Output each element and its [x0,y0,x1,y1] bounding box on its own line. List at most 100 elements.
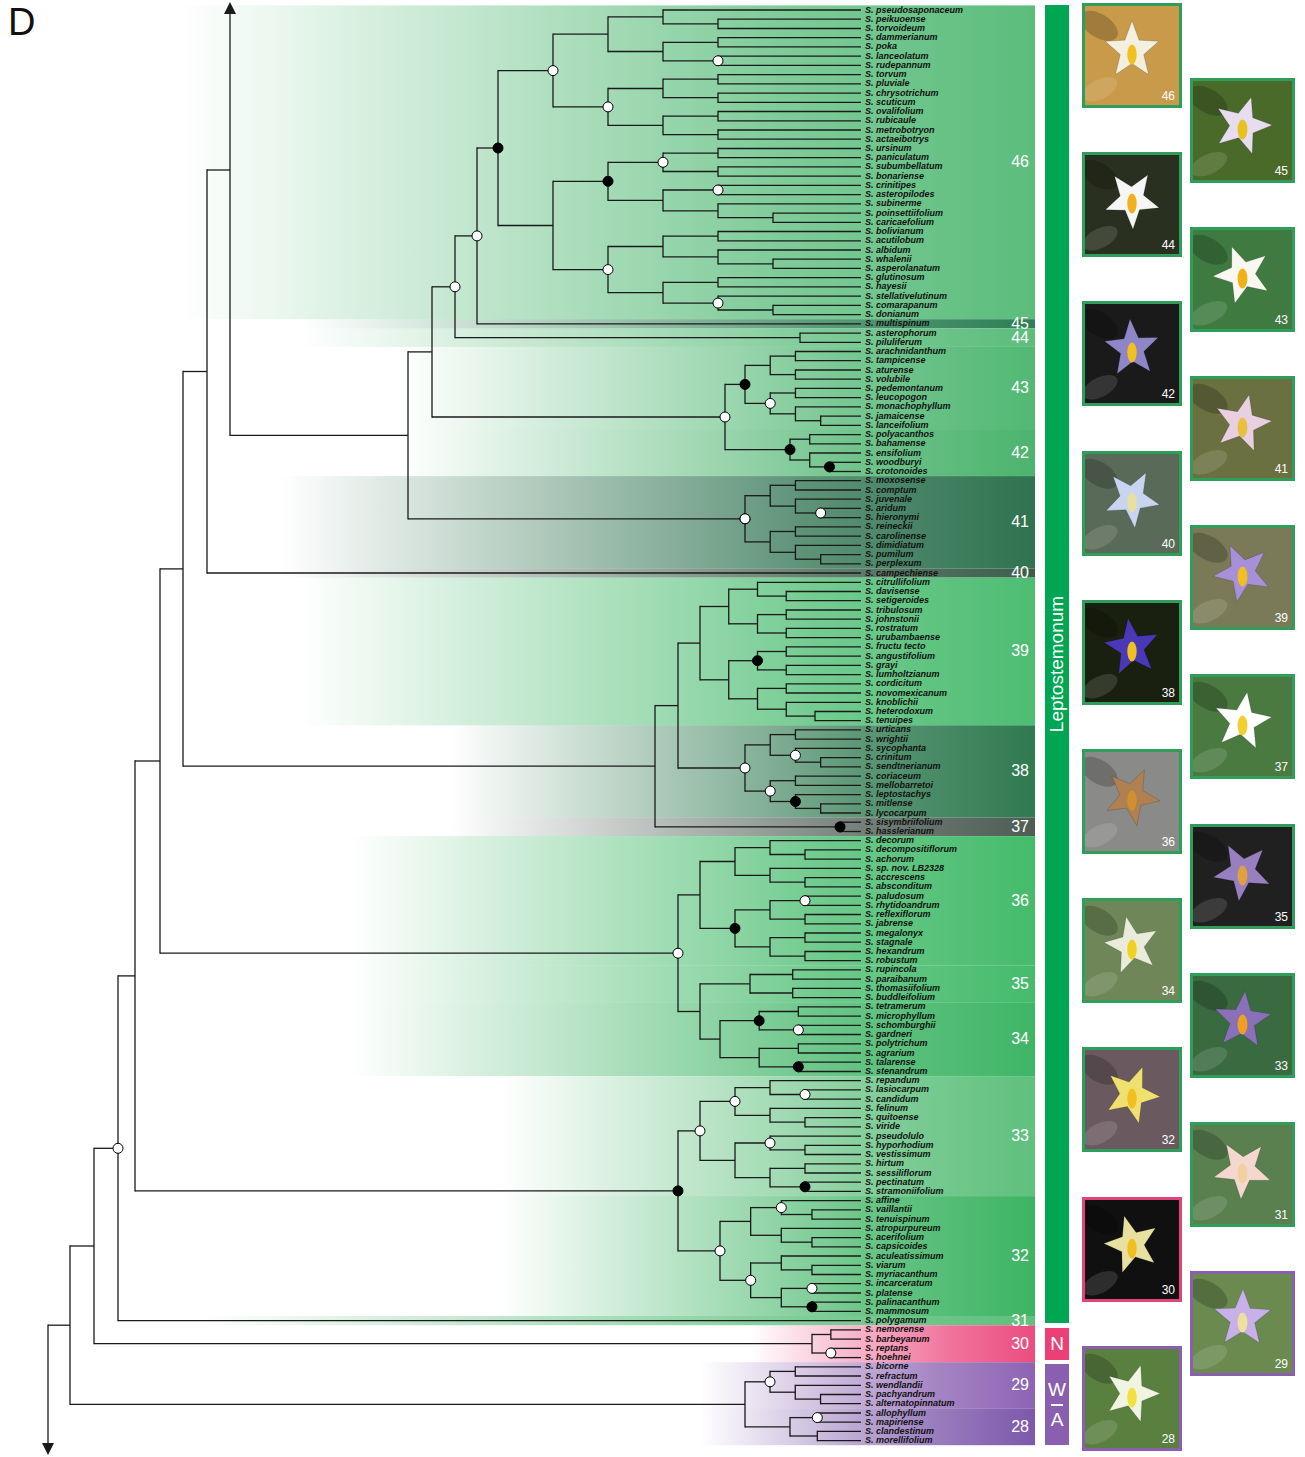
anthers [1127,1387,1136,1407]
leaf [1193,1042,1231,1075]
clade-band [450,818,1035,837]
branch [770,1108,861,1109]
branch [793,997,861,998]
branch [815,720,861,721]
leaf [1085,818,1121,851]
branch [663,9,861,10]
branch [759,1048,798,1049]
species-name: S. poinsettiifolium [865,209,943,218]
branch [608,16,663,17]
branch [795,397,861,398]
species-name: S. arachnidanthum [865,347,946,356]
photo-number: 36 [1162,836,1175,849]
species-name: S. ensifolium [865,449,921,458]
group-bar: Leptostemonum [1045,5,1069,1323]
clade-number: 34 [1011,1031,1029,1047]
flower-photo: 28 [1082,1346,1182,1451]
species-name: S. schomburghii [865,1021,936,1030]
branch [700,1038,720,1039]
branch [770,355,795,356]
clade-number: 38 [1011,763,1029,779]
anthers [1238,418,1248,438]
branch [795,785,861,786]
branch [718,263,773,264]
petals [1104,618,1157,674]
branch [729,698,758,699]
support-dot-open [812,1413,822,1423]
branch [786,665,861,666]
branch [817,1431,861,1432]
branch [798,1052,861,1053]
species-name: S. platense [865,1289,913,1298]
branch [812,1274,861,1275]
branch [812,1292,861,1293]
species-name: S. hyporhodium [865,1141,934,1150]
branch [795,360,861,361]
branch [795,369,861,370]
branch [773,212,861,213]
flower-photo: 43 [1190,227,1295,332]
branch [770,840,861,841]
branch [795,1398,820,1399]
branch [795,406,861,407]
branch [718,46,861,47]
clade-number: 30 [1011,1336,1029,1352]
branch [735,1177,770,1178]
species-name: S. stramoniifolium [865,1187,944,1196]
branch [770,1080,861,1081]
branch [831,1329,861,1330]
leaf [1085,454,1123,495]
branch [663,97,718,98]
branch [790,439,810,440]
leaf [1193,230,1233,271]
leaf [1193,892,1231,925]
species-name: S. donianum [865,310,919,319]
anthers [1238,716,1248,736]
branch [812,1311,861,1312]
branch [800,332,861,333]
branch [829,471,861,472]
branch [47,1325,48,1445]
support-dot-open [673,948,683,958]
photo-number: 31 [1275,1209,1288,1222]
support-dot-filled [785,445,795,455]
branch [720,1020,759,1021]
branch [720,1057,759,1058]
branch [770,937,805,938]
branch [729,589,758,590]
branch [795,545,861,546]
support-dot-open [800,896,810,906]
species-name: S. mitlense [865,799,913,808]
clade-number: 42 [1011,445,1029,461]
species-name: S. urticans [865,725,911,734]
support-dot-open [765,398,775,408]
species-name: S. nemorense [865,1325,924,1334]
branch [751,1262,782,1263]
branch [790,459,810,460]
branch [229,10,230,435]
petals [1105,319,1158,374]
branch [498,70,553,71]
branch [810,452,861,453]
branch [770,780,795,781]
species-name: S. rubicaule [865,116,916,125]
branch [773,305,861,306]
branch [678,894,700,895]
petals [1104,1216,1156,1272]
species-name: S. sp. nov. LB2328 [865,864,944,873]
support-dot-open [720,412,730,422]
flower-photo: 45 [1190,78,1295,183]
clade-number: 31 [1011,1313,1029,1329]
branch [735,847,770,848]
flower-photo: 34 [1082,898,1182,1003]
branch [553,106,608,107]
photo-number: 44 [1162,239,1175,252]
species-name: S. stenandrum [865,1067,928,1076]
branch [786,628,861,629]
arrowhead [42,1443,54,1455]
species-name: S. pseudosaponaceum [865,6,963,15]
branch [795,526,861,527]
branch [805,1154,861,1155]
branch [770,1149,805,1150]
branch [663,282,718,283]
